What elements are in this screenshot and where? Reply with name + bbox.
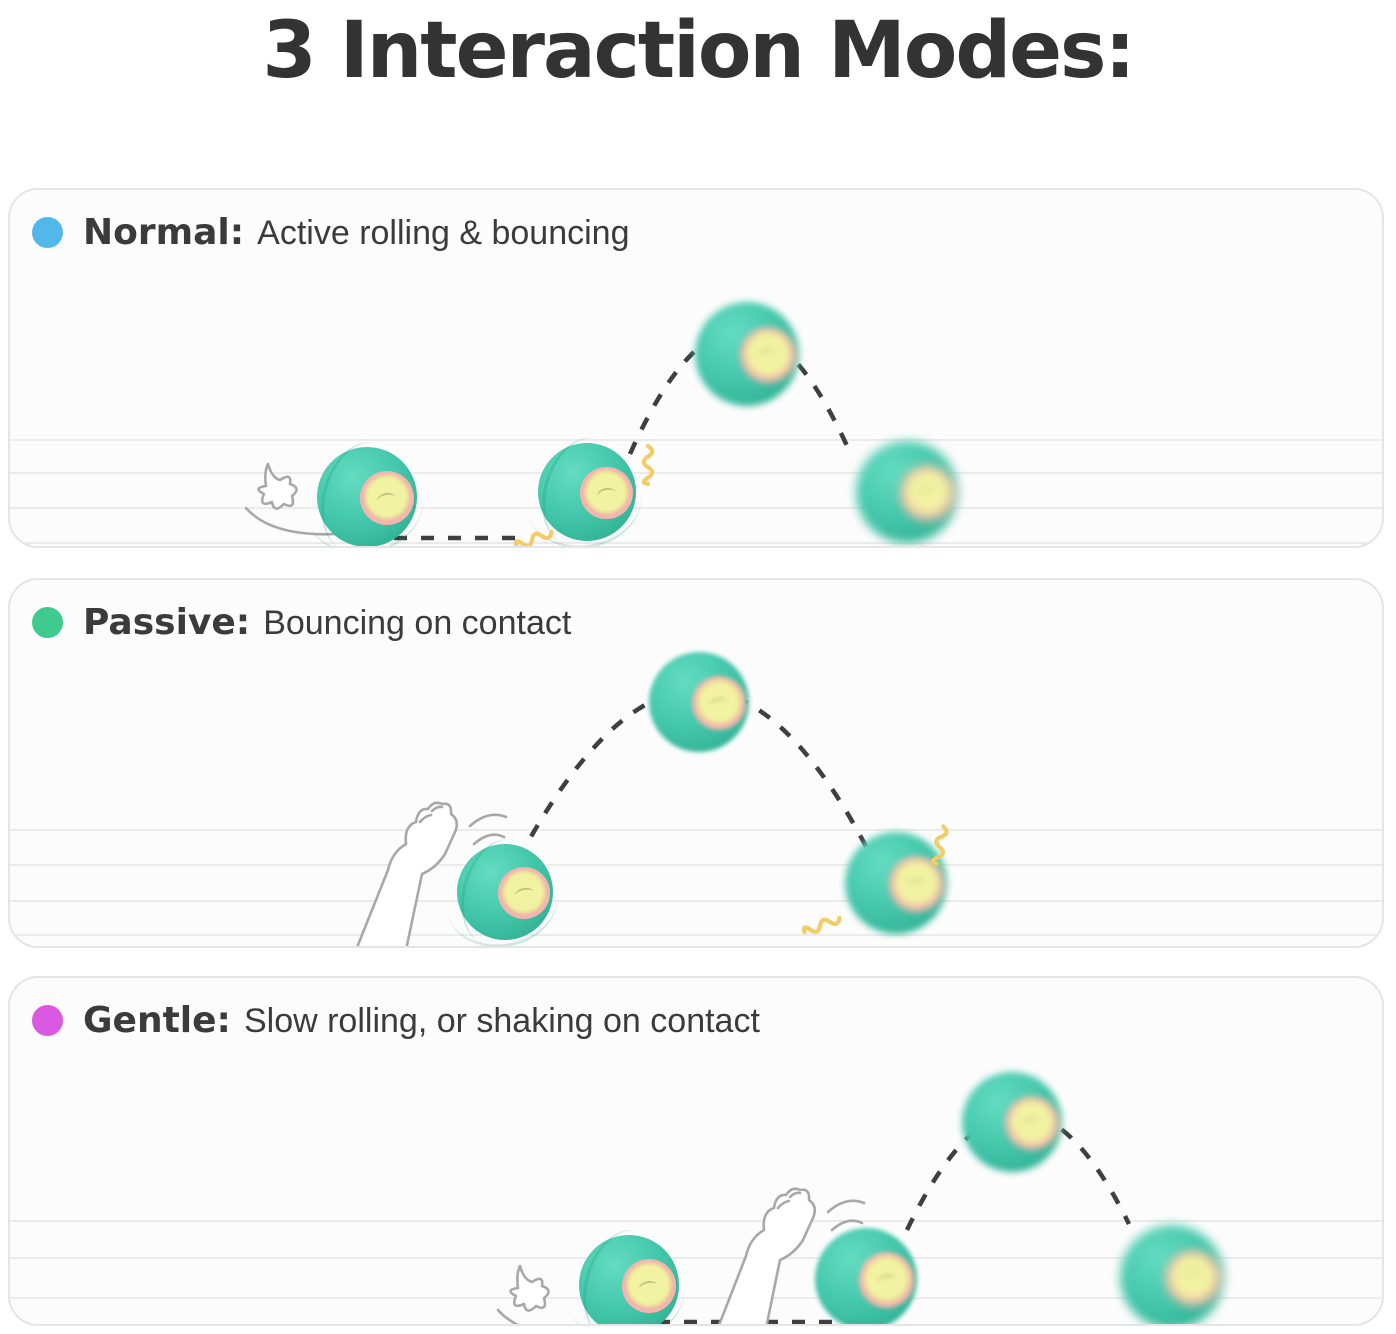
pet-ball-bouncing <box>695 302 799 406</box>
motion-lines-icon <box>468 813 508 828</box>
pet-ball <box>538 443 636 541</box>
mode-panel-passive: Passive: Bouncing on contact <box>8 578 1384 948</box>
floor-line <box>10 900 1382 902</box>
pet-ball <box>579 1235 679 1324</box>
pet-ball-bouncing <box>649 652 749 752</box>
trajectory-dashed-arc <box>516 687 872 862</box>
vibration-squiggle-icon <box>513 529 554 546</box>
mode-dot <box>32 217 63 248</box>
motion-lines-icon <box>826 1199 866 1214</box>
ball-led-face <box>888 856 944 912</box>
floor-line <box>10 1297 1382 1299</box>
mode-label: Gentle: <box>83 1000 231 1041</box>
mode-panel-gentle: Gentle: Slow rolling, or shaking on cont… <box>8 976 1384 1326</box>
pet-ball <box>457 844 553 940</box>
page-title: 3 Interaction Modes: <box>262 6 1135 96</box>
mode-dot <box>32 1005 63 1036</box>
cat-paw-icon <box>718 1187 866 1324</box>
mode-header-normal: Normal: Active rolling & bouncing <box>32 212 629 253</box>
mode-header-passive: Passive: Bouncing on contact <box>32 602 571 643</box>
ball-led-face <box>1005 1096 1059 1150</box>
mode-dot <box>32 607 63 638</box>
pet-ball-bouncing <box>962 1072 1062 1172</box>
mode-label: Normal: <box>83 212 245 253</box>
floor-line <box>10 507 1382 509</box>
floor-line <box>10 934 1382 936</box>
mode-label: Passive: <box>83 602 251 643</box>
mode-panel-normal: Normal: Active rolling & bouncing <box>8 188 1384 548</box>
motion-lines-icon <box>830 1219 864 1232</box>
ball-led-face <box>1164 1249 1221 1307</box>
pet-ball-bouncing <box>845 832 947 934</box>
ball-led-face <box>692 676 746 730</box>
floor-line <box>10 542 1382 544</box>
cat-paw-icon <box>356 801 508 946</box>
vibration-squiggle-icon <box>801 915 842 935</box>
ball-led-face <box>580 466 634 520</box>
ball-led-face <box>622 1259 676 1313</box>
pet-ball-bouncing <box>1120 1225 1224 1324</box>
ball-led-face <box>360 471 414 525</box>
mode-description: Active rolling & bouncing <box>257 214 630 252</box>
ball-led-face <box>739 326 796 384</box>
mode-header-gentle: Gentle: Slow rolling, or shaking on cont… <box>32 1000 760 1041</box>
floor-line <box>10 439 1382 441</box>
pet-ball <box>317 447 417 546</box>
impact-star-icon <box>496 1264 550 1324</box>
pet-ball-bouncing <box>856 441 958 543</box>
floor-line <box>10 1220 1382 1222</box>
mode-description: Slow rolling, or shaking on contact <box>243 1002 760 1040</box>
pet-ball <box>815 1228 917 1324</box>
floor-line <box>10 864 1382 866</box>
ball-led-face <box>498 867 551 919</box>
vibration-squiggle-icon <box>930 824 949 866</box>
mode-description: Bouncing on contact <box>263 604 572 642</box>
motion-lines-icon <box>472 833 506 846</box>
vibration-squiggle-icon <box>641 444 655 486</box>
floor-line <box>10 472 1382 474</box>
floor-line <box>10 829 1382 831</box>
ball-led-face <box>858 1252 914 1308</box>
ball-led-face <box>899 465 955 521</box>
floor-line <box>10 1257 1382 1259</box>
